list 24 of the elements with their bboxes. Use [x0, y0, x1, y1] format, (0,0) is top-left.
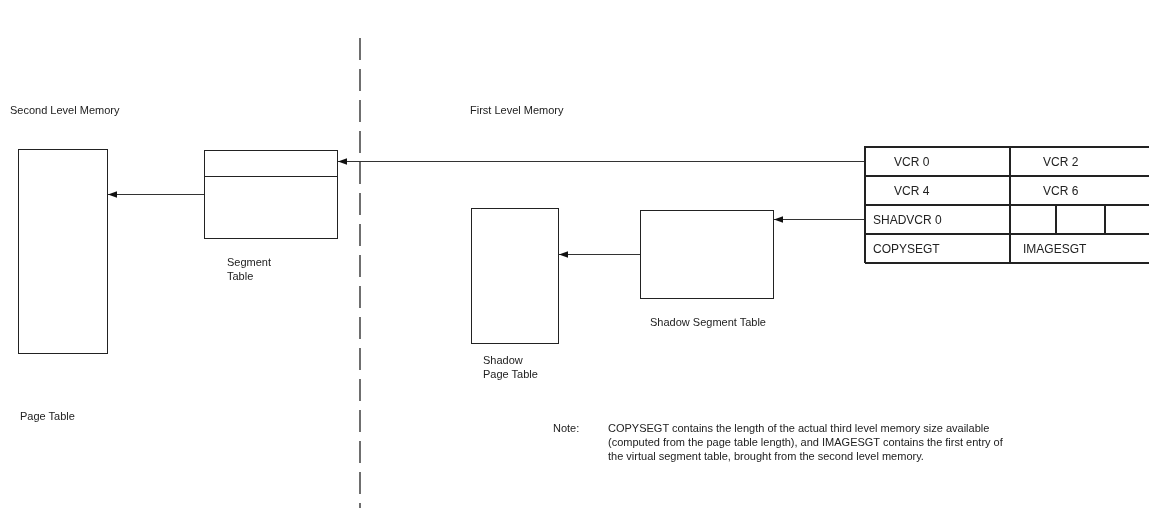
register-cell: COPYSEGT	[865, 234, 1010, 264]
register-cell: VCR 2	[1010, 147, 1149, 176]
arrow	[337, 158, 866, 165]
empty-register-cell	[1056, 205, 1105, 234]
arrow	[107, 191, 205, 198]
arrow	[558, 251, 641, 258]
section-heading: Second Level Memory	[10, 103, 121, 117]
register-table	[18, 149, 108, 354]
register-cell: SHADVCR 0	[865, 205, 1010, 234]
note-label: Note:	[553, 421, 581, 435]
table-caption: Shadow Segment Table	[650, 315, 767, 329]
table-caption: Segment Table	[227, 255, 273, 283]
register-cell: VCR 4	[865, 176, 1010, 205]
empty-register-cell	[1010, 205, 1056, 234]
table-caption: Shadow Page Table	[483, 353, 539, 381]
note-text: COPYSEGT contains the length of the actual third level memory size available (computed from the page table length), and IMAGESGT contains the first entry of the virtual segment table, brought from the second level memory.	[608, 421, 1004, 463]
register-cell: VCR 0	[865, 147, 1010, 176]
arrow	[773, 216, 866, 223]
register-cell: VCR 6	[1010, 176, 1149, 205]
table-caption: Page Table	[20, 409, 76, 423]
register-table	[864, 146, 1149, 263]
section-heading: First Level Memory	[470, 103, 565, 117]
register-cell: IMAGESGT	[1010, 234, 1149, 264]
empty-register-cell	[1105, 205, 1149, 234]
